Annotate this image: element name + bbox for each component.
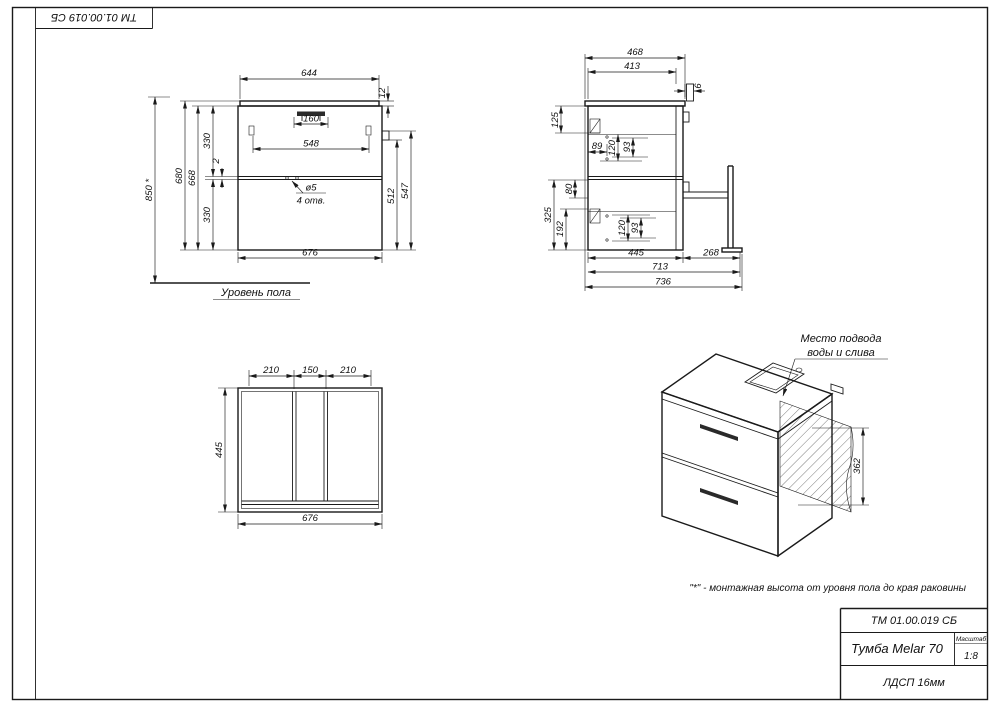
footnote-text: "*" - монтажная высота от уровня пола до…	[689, 583, 966, 594]
dim-362: 362	[852, 457, 863, 474]
side-view: 468 413 6 125 89 120 93 325 80 192 120 9…	[543, 47, 743, 291]
drawer-handle-front	[297, 111, 325, 116]
dim-676-top: 676	[302, 513, 319, 524]
wall-bracket-top	[686, 83, 694, 102]
dim-120-bottom: 120	[617, 219, 628, 236]
dim-413: 413	[624, 61, 641, 72]
title-block-name: Тумба Melar 70	[851, 641, 943, 656]
dim-736: 736	[655, 277, 672, 288]
dim-330-bottom: 330	[202, 206, 213, 223]
title-block-code: ТМ 01.00.019 СБ	[871, 615, 957, 627]
dim-445-side: 445	[628, 248, 645, 259]
dim-644: 644	[301, 68, 317, 79]
dim-6: 6	[693, 83, 704, 89]
dim-468: 468	[627, 47, 644, 58]
dim-268: 268	[702, 248, 720, 259]
dim-445-top: 445	[214, 441, 225, 458]
dim-325: 325	[543, 206, 554, 223]
floor-level-label: Уровень пола	[220, 287, 291, 299]
title-block: ТМ 01.00.019 СБ Тумба Melar 70 Масштаб 1…	[839, 607, 988, 700]
footnote: "*" - монтажная высота от уровня пола до…	[689, 583, 966, 594]
dim-93-top: 93	[622, 141, 633, 152]
dim-548: 548	[303, 139, 320, 150]
iso-handle-bottom	[700, 488, 738, 505]
dim-680: 680	[174, 167, 185, 184]
dim-125: 125	[550, 111, 561, 128]
dim-547: 547	[400, 182, 411, 199]
dim-2: 2	[211, 158, 222, 165]
corner-stamp: ТМ 01.00.019 СБ	[35, 7, 153, 29]
corner-stamp-code: ТМ 01.00.019 СБ	[51, 11, 137, 23]
title-block-scale-value: 1:8	[964, 651, 978, 662]
dim-676-front: 676	[302, 248, 319, 259]
dim-160: 160	[303, 114, 320, 125]
top-view: 210 150 210 445 676	[214, 365, 383, 529]
dim-210-left: 210	[262, 365, 280, 376]
dim-12: 12	[377, 87, 388, 98]
hole-note-diameter: ø5	[305, 183, 317, 194]
dim-668: 668	[187, 169, 198, 186]
title-block-scale-label: Масштаб	[956, 635, 987, 643]
iso-handle-top	[700, 424, 738, 441]
dim-150: 150	[302, 365, 319, 376]
dim-120-top: 120	[607, 139, 618, 156]
title-block-material: ЛДСП 16мм	[882, 677, 945, 689]
dim-192: 192	[555, 220, 566, 237]
dim-850: 850 *	[144, 179, 155, 201]
water-supply-label-line2: воды и слива	[807, 347, 874, 359]
sink-cutout	[744, 362, 805, 394]
front-view: 644 12 160 548 330 2 330 850 * 680 668 5…	[144, 68, 416, 300]
dim-210-right: 210	[339, 365, 357, 376]
dim-80: 80	[564, 183, 575, 194]
dim-89: 89	[592, 141, 603, 152]
dim-330-top: 330	[202, 132, 213, 149]
dim-713: 713	[652, 262, 669, 273]
dim-93-bottom: 93	[630, 222, 641, 233]
faucet-hole	[795, 367, 803, 373]
wall-hatch-area	[779, 400, 852, 513]
hole-note-count: 4 отв.	[297, 196, 326, 207]
dim-512: 512	[386, 187, 397, 204]
iso-view: Место подвода воды и слива 362	[660, 333, 888, 558]
drawing-frame	[11, 6, 989, 701]
water-supply-label-line1: Место подвода	[801, 333, 882, 345]
